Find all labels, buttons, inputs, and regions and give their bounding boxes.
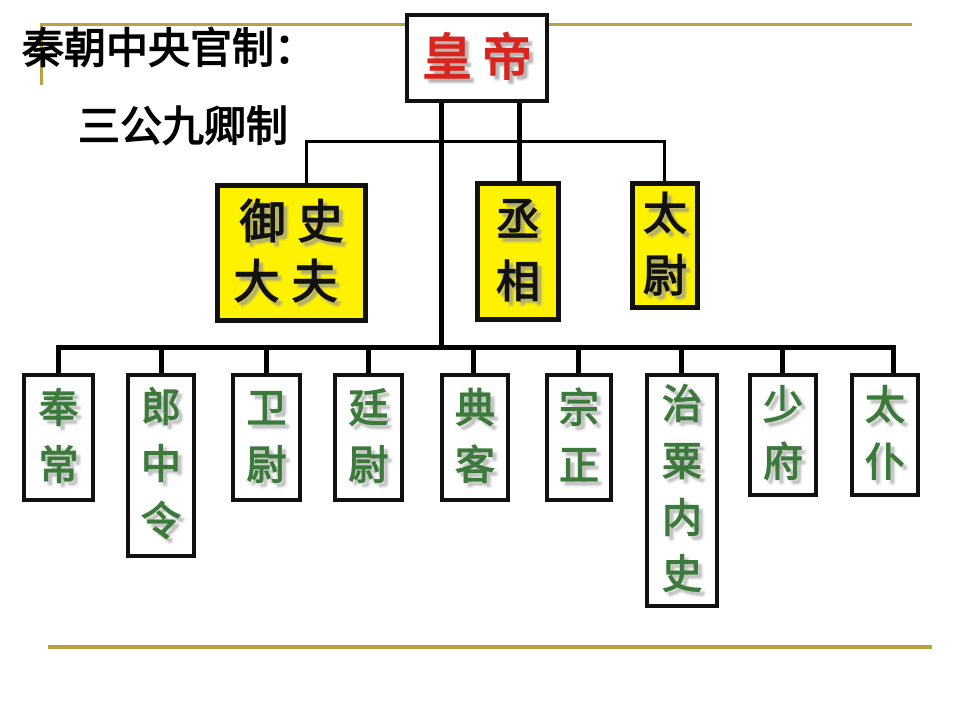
- node-tingwei[interactable]: 廷 尉: [333, 373, 404, 502]
- connector-bus-drop-1: [56, 345, 61, 374]
- node-zongzheng-label: 宗 正: [559, 384, 599, 489]
- connector-bus-to-yushidafu: [305, 140, 308, 184]
- page-title: 秦朝中央官制：: [22, 24, 317, 73]
- page-subtitle: 三公九卿制: [78, 102, 289, 151]
- node-weiwei[interactable]: 卫 尉: [231, 373, 302, 502]
- node-fengchang-label: 奉 常: [38, 384, 79, 489]
- connector-emperor-spine: [439, 102, 444, 349]
- connector-bus-drop-3: [264, 345, 269, 374]
- connector-bus-drop-2: [159, 345, 164, 374]
- node-langzhongling-label: 郎 中 令: [141, 384, 181, 545]
- gold-rule-left: [40, 23, 43, 85]
- node-taiwei-label: 太 尉: [643, 188, 687, 302]
- node-taipu-label: 太 仆: [865, 382, 905, 486]
- gold-rule-bottom: [48, 645, 932, 649]
- node-tingwei-label: 廷 尉: [348, 384, 389, 489]
- connector-bus-to-taiwei: [663, 140, 666, 181]
- node-shaofu[interactable]: 少 府: [748, 373, 818, 497]
- node-weiwei-label: 卫 尉: [246, 384, 287, 489]
- connector-bus-drop-8: [780, 345, 785, 374]
- node-shaofu-label: 少 府: [763, 382, 803, 486]
- node-langzhongling[interactable]: 郎 中 令: [126, 373, 196, 558]
- connector-bus-drop-6: [576, 345, 581, 374]
- connector-dukes-bus: [305, 140, 666, 143]
- connector-bus-drop-9: [891, 345, 896, 374]
- node-emperor[interactable]: 皇帝: [405, 13, 549, 103]
- connector-bus-drop-4: [366, 345, 371, 374]
- node-fengchang[interactable]: 奉 常: [22, 373, 95, 502]
- node-taipu[interactable]: 太 仆: [850, 373, 920, 497]
- node-zhisuneishi[interactable]: 治 粟 内 史: [645, 373, 719, 608]
- node-emperor-label: 皇帝: [422, 28, 542, 87]
- node-dianke-label: 典 客: [455, 384, 495, 489]
- node-taiwei[interactable]: 太 尉: [630, 181, 700, 310]
- node-zhisuneishi-label: 治 粟 内 史: [662, 380, 702, 599]
- node-chengxiang-label: 丞 相: [496, 194, 540, 308]
- node-zongzheng[interactable]: 宗 正: [545, 373, 613, 502]
- node-chengxiang[interactable]: 丞 相: [475, 181, 561, 322]
- connector-bus-drop-7: [679, 345, 684, 374]
- node-dianke[interactable]: 典 客: [440, 373, 510, 502]
- node-yushidafu-label: 御史 大夫: [233, 195, 356, 309]
- node-yushidafu[interactable]: 御史 大夫: [215, 183, 368, 323]
- connector-bus-drop-5: [471, 345, 476, 374]
